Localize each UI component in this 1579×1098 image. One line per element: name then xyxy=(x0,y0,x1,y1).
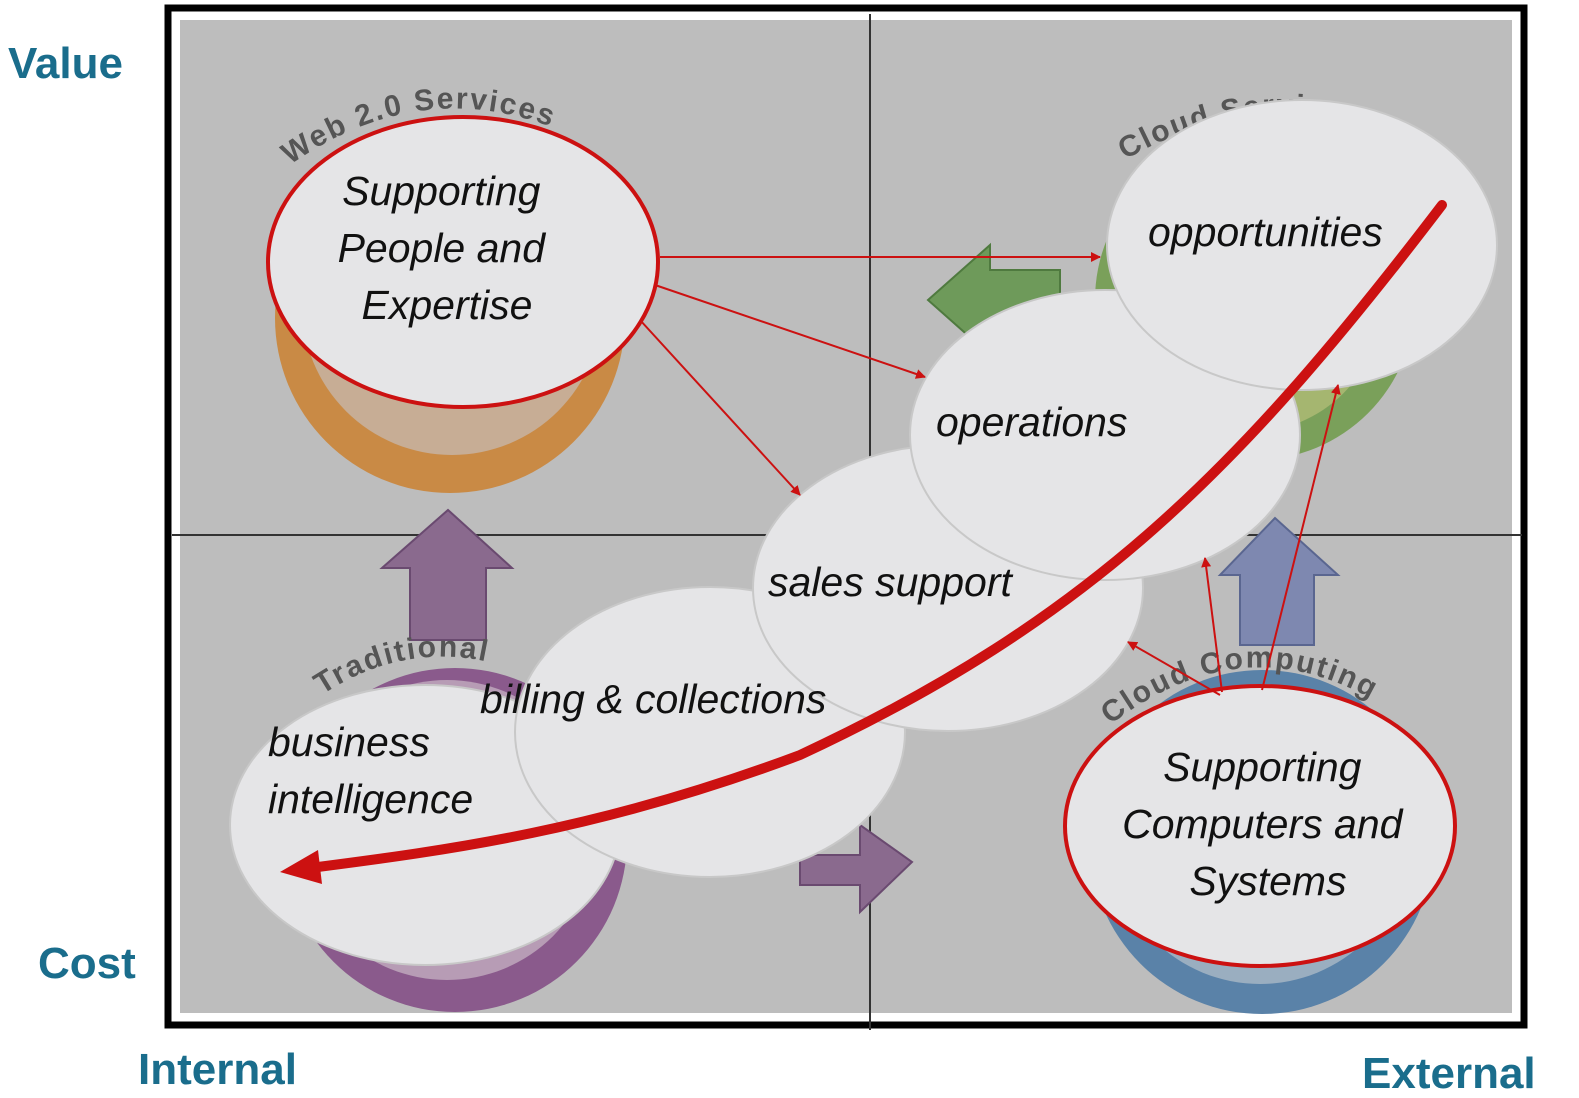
computers-to-opportunities-arrow xyxy=(1261,384,1341,691)
people-to-sales-arrow xyxy=(639,319,801,496)
purple-up-arrow xyxy=(379,508,515,641)
purple-right-arrow xyxy=(799,823,914,915)
value-curve-arrowhead xyxy=(280,850,322,884)
opportunities-ellipse xyxy=(1106,99,1498,391)
value-curve-arrow xyxy=(305,200,1447,873)
computers-to-operations-arrow xyxy=(1201,557,1223,693)
people-ellipse xyxy=(266,115,660,409)
computers-ellipse xyxy=(1063,684,1457,968)
opportunities-label: opportunities xyxy=(1148,209,1383,255)
operations-label: operations xyxy=(936,399,1127,445)
computers-to-sales-arrow xyxy=(1127,641,1221,696)
billing-label: billing & collections xyxy=(480,676,826,722)
cost-axis-label: Cost xyxy=(38,939,136,988)
internal-axis-label: Internal xyxy=(138,1045,297,1094)
people-to-operations-arrow xyxy=(654,284,926,379)
external-axis-label: External xyxy=(1362,1049,1536,1098)
people-label: Supporting People and Expertise xyxy=(338,168,557,328)
value-axis-label: Value xyxy=(8,39,123,88)
computers-label: Supporting Computers and Systems xyxy=(1122,744,1414,904)
sales-label: sales support xyxy=(768,559,1013,605)
blue-up-arrow xyxy=(1217,516,1341,646)
bi-label: business intelligence xyxy=(268,719,473,822)
